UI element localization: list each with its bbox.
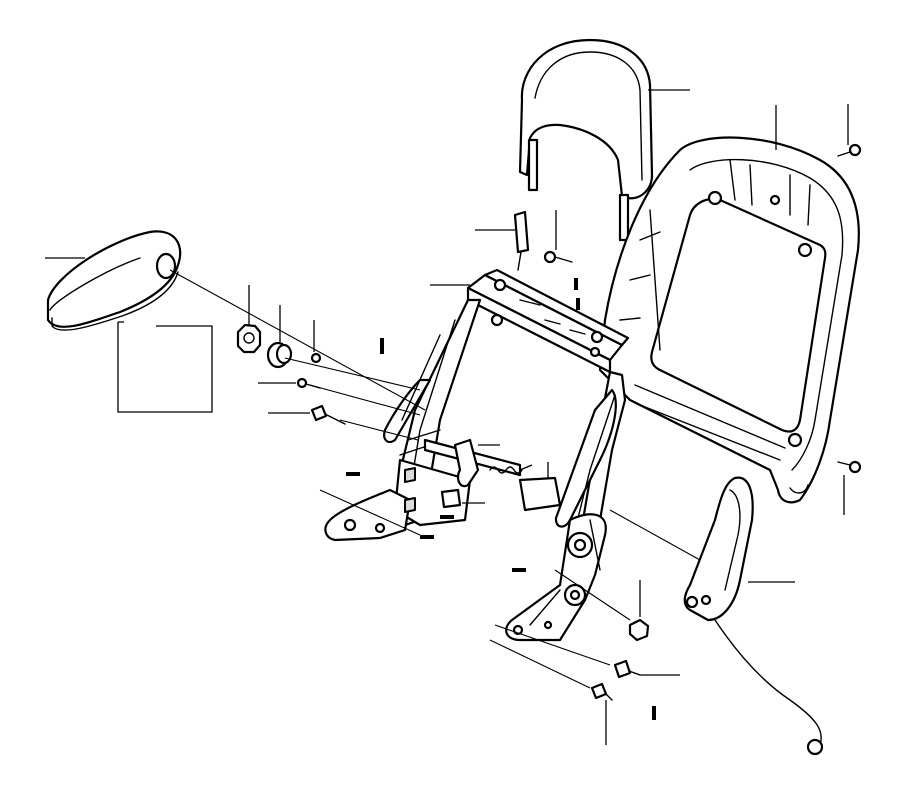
bushing [266,305,293,369]
dash-3 [576,298,580,310]
side-trim-panel [683,476,824,756]
axis-side-trim [609,509,701,561]
screw-right-top [837,104,862,157]
dash-2 [574,278,578,290]
dash-7 [512,568,526,572]
screw-small-1 [310,320,322,364]
screw-top [543,210,573,264]
armrest-axis [169,269,426,411]
axis-bushing [284,357,421,391]
release-lever [453,438,500,488]
backrest-panel [598,105,860,504]
recliner-mechanism [505,513,607,642]
dash-4 [346,472,360,476]
axis-screw-2 [309,384,421,416]
axis-bottom-1 [494,624,611,666]
axis-left-lower [319,489,421,536]
callout-dashes [346,278,656,720]
armrest-reference-bracket [117,321,213,413]
headrest-guide [475,210,530,271]
headrest [518,38,690,242]
axis-nut [554,569,631,621]
spring [489,464,533,474]
screw-small-2 [258,377,321,389]
dash-5 [440,515,454,519]
nut [628,580,650,642]
actuator [518,462,562,512]
dash-1 [380,338,384,354]
armrest [45,230,182,331]
screw-bottom-2 [590,682,613,745]
screw-right-bottom [837,460,862,515]
leader-spring [519,464,533,471]
axis-bottom-2 [489,639,591,689]
screw-bottom-1 [613,659,680,679]
dash-6 [420,535,434,539]
seat-back-frame [324,268,630,567]
dash-8 [652,706,656,720]
axis-bolt [339,419,419,441]
clip [440,488,485,509]
bolt-long [268,404,346,425]
knob [236,285,262,354]
